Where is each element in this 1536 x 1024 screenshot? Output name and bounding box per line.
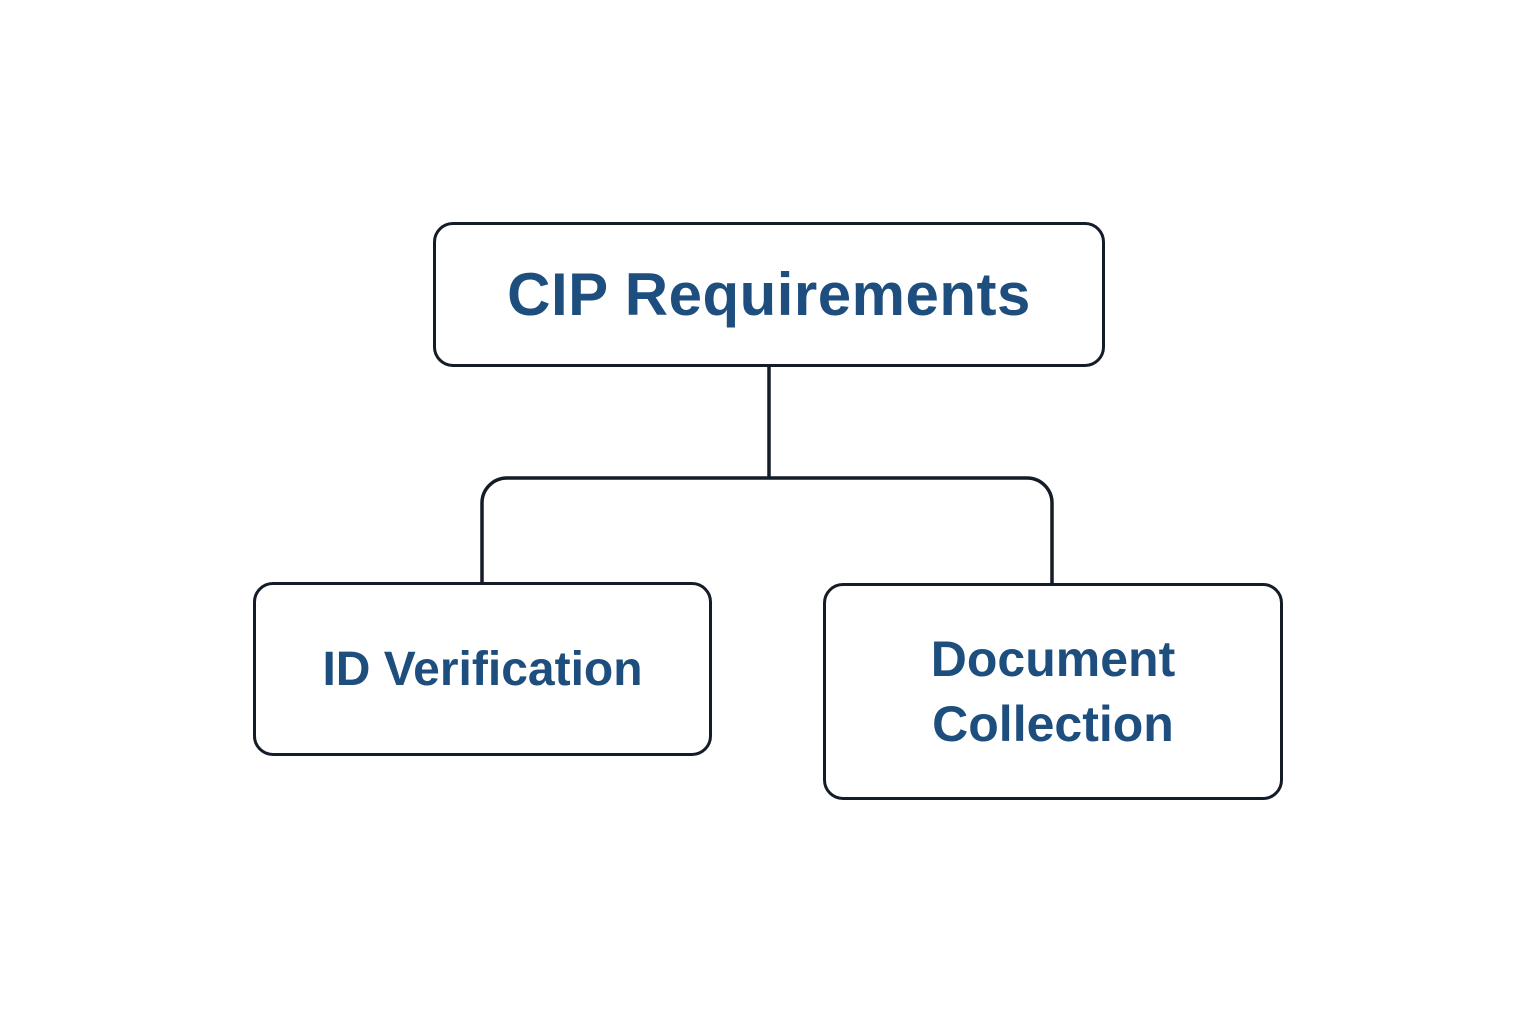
node-document-collection: Document Collection [823,583,1283,800]
edge-branch-rail [480,476,1054,584]
node-id-verification: ID Verification [253,582,712,756]
node-label: ID Verification [322,642,643,696]
node-label: CIP Requirements [507,261,1031,328]
node-cip-requirements: CIP Requirements [433,222,1105,367]
node-label: Document Collection [930,630,1176,752]
